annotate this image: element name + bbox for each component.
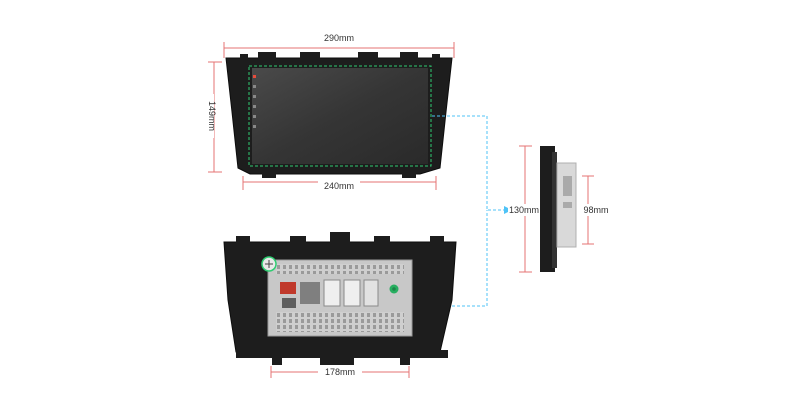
green-connector-icon (389, 284, 399, 294)
front-view (225, 52, 453, 178)
guide-lines (432, 115, 510, 307)
dim-side-inner: 98mm (581, 175, 611, 245)
label-side-inner: 98mm (583, 205, 608, 215)
dim-bottom-width: 178mm (270, 366, 410, 378)
back-view (223, 232, 457, 365)
dim-screen-width: 240mm (242, 176, 437, 192)
dim-side-outer: 130mm (508, 145, 540, 273)
label-height: 149mm (207, 101, 217, 131)
front-screen (252, 68, 428, 164)
side-front-panel (540, 146, 555, 272)
label-side-outer: 130mm (509, 205, 539, 215)
red-connector (280, 282, 296, 294)
front-side-buttons (253, 75, 256, 128)
dim-height: 149mm (202, 61, 222, 173)
dim-top-width: 290mm (223, 32, 455, 58)
screen-outline (248, 65, 432, 167)
side-view (540, 146, 577, 272)
ground-screw-icon (261, 256, 277, 272)
label-top-width: 290mm (324, 33, 354, 43)
label-screen-width: 240mm (324, 181, 354, 191)
label-bottom-width: 178mm (325, 367, 355, 377)
back-connectors (280, 279, 379, 308)
